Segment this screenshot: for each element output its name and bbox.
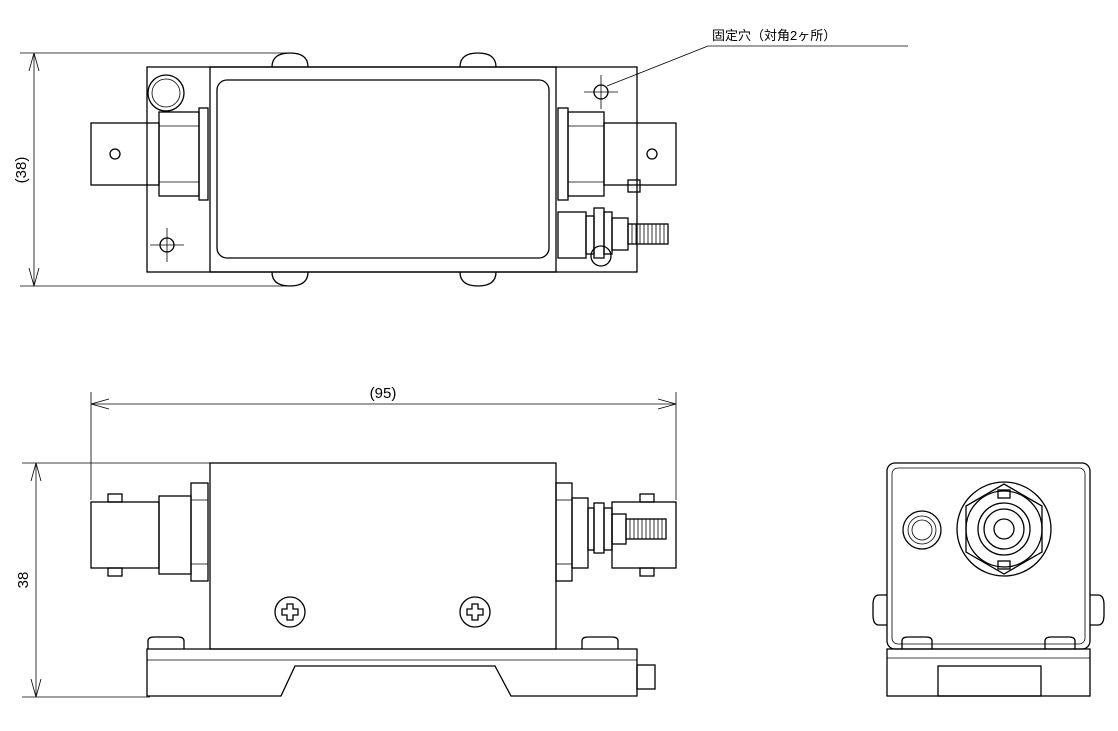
- dim-top-height-label: (38): [13, 157, 30, 184]
- top-base-plate: [146, 66, 638, 273]
- bottom-tab: [459, 271, 497, 287]
- dim-front-height: 38: [15, 462, 210, 698]
- dim-front-width-label: (95): [370, 385, 397, 402]
- side-body: [886, 462, 1091, 650]
- top-tab: [459, 52, 497, 68]
- front-base: [146, 648, 638, 697]
- top-body: [209, 66, 557, 273]
- front-view: (95) 38: [15, 385, 677, 698]
- front-screw: [274, 596, 306, 628]
- front-screw: [459, 596, 491, 628]
- side-bnc-connector: [956, 481, 1052, 577]
- side-knob: [902, 510, 942, 550]
- dim-top-height: (38): [13, 52, 290, 287]
- front-left-bnc: [90, 482, 209, 582]
- top-round-knob-inner: [151, 78, 181, 108]
- top-round-knob: [147, 74, 185, 112]
- top-body-lid: [216, 79, 550, 259]
- dim-front-width: (95): [90, 385, 677, 500]
- bottom-tab: [271, 271, 309, 287]
- right-bnc-connector: [603, 122, 677, 186]
- front-right-bnc: [555, 482, 677, 582]
- top-view: (38) 固定穴（対角2ヶ所）: [13, 28, 908, 287]
- front-body: [209, 462, 557, 650]
- side-view: [872, 462, 1105, 697]
- left-bnc-connector: [90, 122, 160, 186]
- ground-terminal: [557, 207, 669, 267]
- mounting-hole-leader: 固定穴（対角2ヶ所）: [606, 28, 908, 87]
- top-tab: [271, 52, 309, 68]
- dim-front-height-label: 38: [15, 572, 32, 589]
- side-base: [886, 648, 1091, 697]
- mounting-hole-note: 固定穴（対角2ヶ所）: [712, 28, 836, 43]
